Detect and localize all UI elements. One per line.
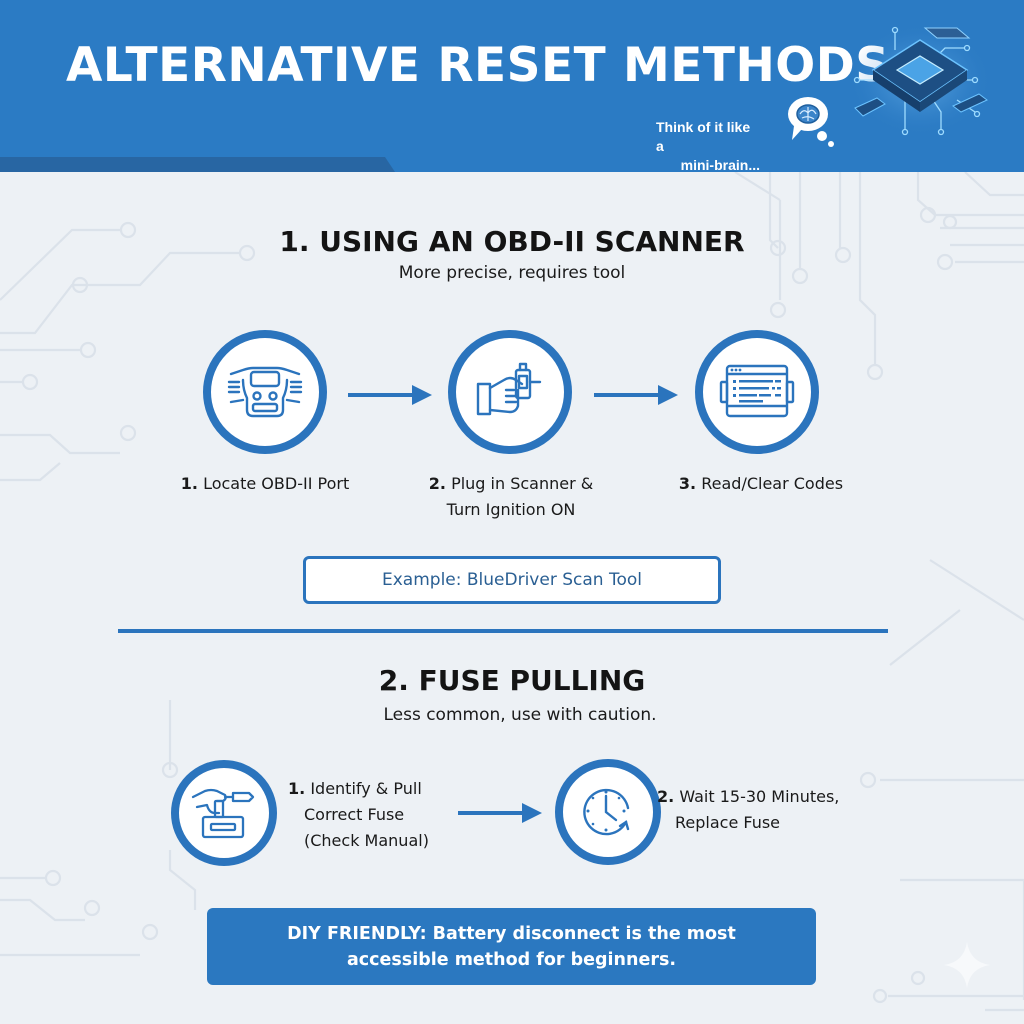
- fuse-step-1-circle: [171, 760, 277, 866]
- header-accent-strip: [0, 157, 395, 172]
- step-3-circle: [695, 330, 819, 454]
- tagline-line-1: Think of it like a: [656, 119, 751, 154]
- fuse-step-2-circle: [555, 759, 661, 865]
- fuse-step-1-label: 1. Identify & Pull Correct Fuse (Check M…: [288, 779, 429, 850]
- section-1-subtitle: More precise, requires tool: [398, 263, 626, 283]
- clock-reset-icon: [583, 788, 630, 836]
- section-divider: [118, 629, 888, 633]
- fuse-step-2-label: 2. Wait 15-30 Minutes, Replace Fuse: [657, 787, 840, 832]
- scanner-screen-icon: [719, 364, 795, 418]
- header-banner: ALTERNATIVE RESET METHODS Think of it li…: [0, 0, 1024, 172]
- brain-thought-bubble-icon: [788, 97, 834, 147]
- section-2-subtitle: Less common, use with caution.: [383, 705, 657, 725]
- page-title: ALTERNATIVE RESET METHODS: [66, 38, 890, 93]
- hand-fuse-icon: [191, 788, 255, 839]
- example-tool-box: Example: BlueDriver Scan Tool: [303, 556, 721, 604]
- step-2-label: 2. Plug in Scanner & Turn Ignition ON: [428, 474, 594, 519]
- diy-friendly-callout: DIY FRIENDLY: Battery disconnect is the …: [207, 908, 816, 985]
- arrow-right-icon: [458, 803, 542, 823]
- section-2-title: 2. FUSE PULLING: [378, 664, 646, 697]
- tagline-line-2: mini-brain...: [680, 157, 760, 172]
- step-1-label: 1. Locate OBD-II Port: [180, 474, 350, 493]
- hand-scanner-icon: [476, 362, 542, 416]
- circuit-background: [0, 172, 1024, 1012]
- car-dashboard-icon: [227, 366, 303, 418]
- sparkle-icon: [944, 942, 990, 988]
- step-2-circle: [448, 330, 572, 454]
- tagline: Think of it like a mini-brain...: [656, 118, 760, 172]
- step-1-circle: [203, 330, 327, 454]
- arrow-right-icon: [594, 385, 678, 405]
- step-3-label: 3. Read/Clear Codes: [678, 474, 844, 493]
- circuit-chip-icon: [848, 24, 992, 136]
- arrow-right-icon: [348, 385, 432, 405]
- section-1-title: 1. USING AN OBD-II SCANNER: [279, 225, 745, 258]
